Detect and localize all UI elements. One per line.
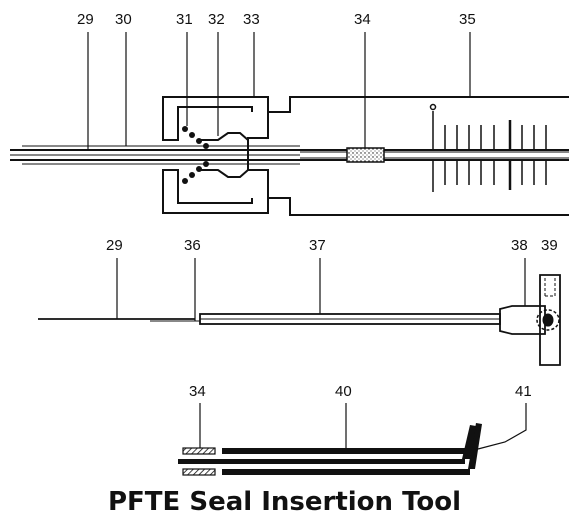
callout-33: 33 bbox=[243, 11, 260, 28]
callout-29-middle: 29 bbox=[106, 237, 123, 254]
top-callouts: 29 30 31 32 33 34 35 bbox=[77, 11, 476, 28]
ptfe-seal-upper bbox=[182, 447, 216, 455]
loader-bent-end bbox=[468, 423, 482, 469]
fitting-outline bbox=[162, 96, 269, 141]
tube-collar bbox=[499, 305, 546, 335]
callout-38: 38 bbox=[511, 237, 528, 254]
top-assembly bbox=[162, 96, 569, 216]
column-fins bbox=[429, 103, 547, 192]
callout-39: 39 bbox=[541, 237, 558, 254]
middle-callouts: 29 36 37 38 39 bbox=[106, 237, 558, 254]
top-leaders bbox=[87, 32, 471, 150]
loader-bent-end-inner bbox=[462, 425, 476, 459]
callout-34-bottom: 34 bbox=[189, 383, 206, 400]
fitting-outline-lower bbox=[162, 169, 269, 214]
bottom-leaders bbox=[199, 403, 527, 450]
loader-tube-lower bbox=[222, 469, 470, 475]
diagram-title: PFTE Seal Insertion Tool bbox=[107, 487, 462, 517]
ferrule-outline bbox=[200, 132, 249, 178]
ptfe-seal-lower bbox=[182, 468, 216, 476]
o-ring-beads bbox=[182, 126, 209, 184]
column-body-outline bbox=[247, 96, 569, 216]
callout-32: 32 bbox=[208, 11, 225, 28]
bottom-callouts: 34 40 41 bbox=[189, 383, 532, 400]
loader-rod bbox=[178, 459, 465, 464]
callout-34-top: 34 bbox=[354, 11, 371, 28]
callout-29-top: 29 bbox=[77, 11, 94, 28]
callout-40: 40 bbox=[335, 383, 352, 400]
callout-31: 31 bbox=[176, 11, 193, 28]
callout-41: 41 bbox=[515, 383, 532, 400]
loader-tube-upper bbox=[222, 448, 470, 454]
callout-35: 35 bbox=[459, 11, 476, 28]
callout-37: 37 bbox=[309, 237, 326, 254]
ptfe-seal-top bbox=[346, 147, 385, 163]
middle-insertion-tool bbox=[38, 274, 561, 366]
middle-leaders bbox=[116, 258, 526, 321]
tool-handle bbox=[539, 274, 561, 366]
callout-30: 30 bbox=[115, 11, 132, 28]
bottom-seal-loader bbox=[178, 423, 482, 476]
callout-36: 36 bbox=[184, 237, 201, 254]
needle-rod-top bbox=[10, 145, 569, 165]
